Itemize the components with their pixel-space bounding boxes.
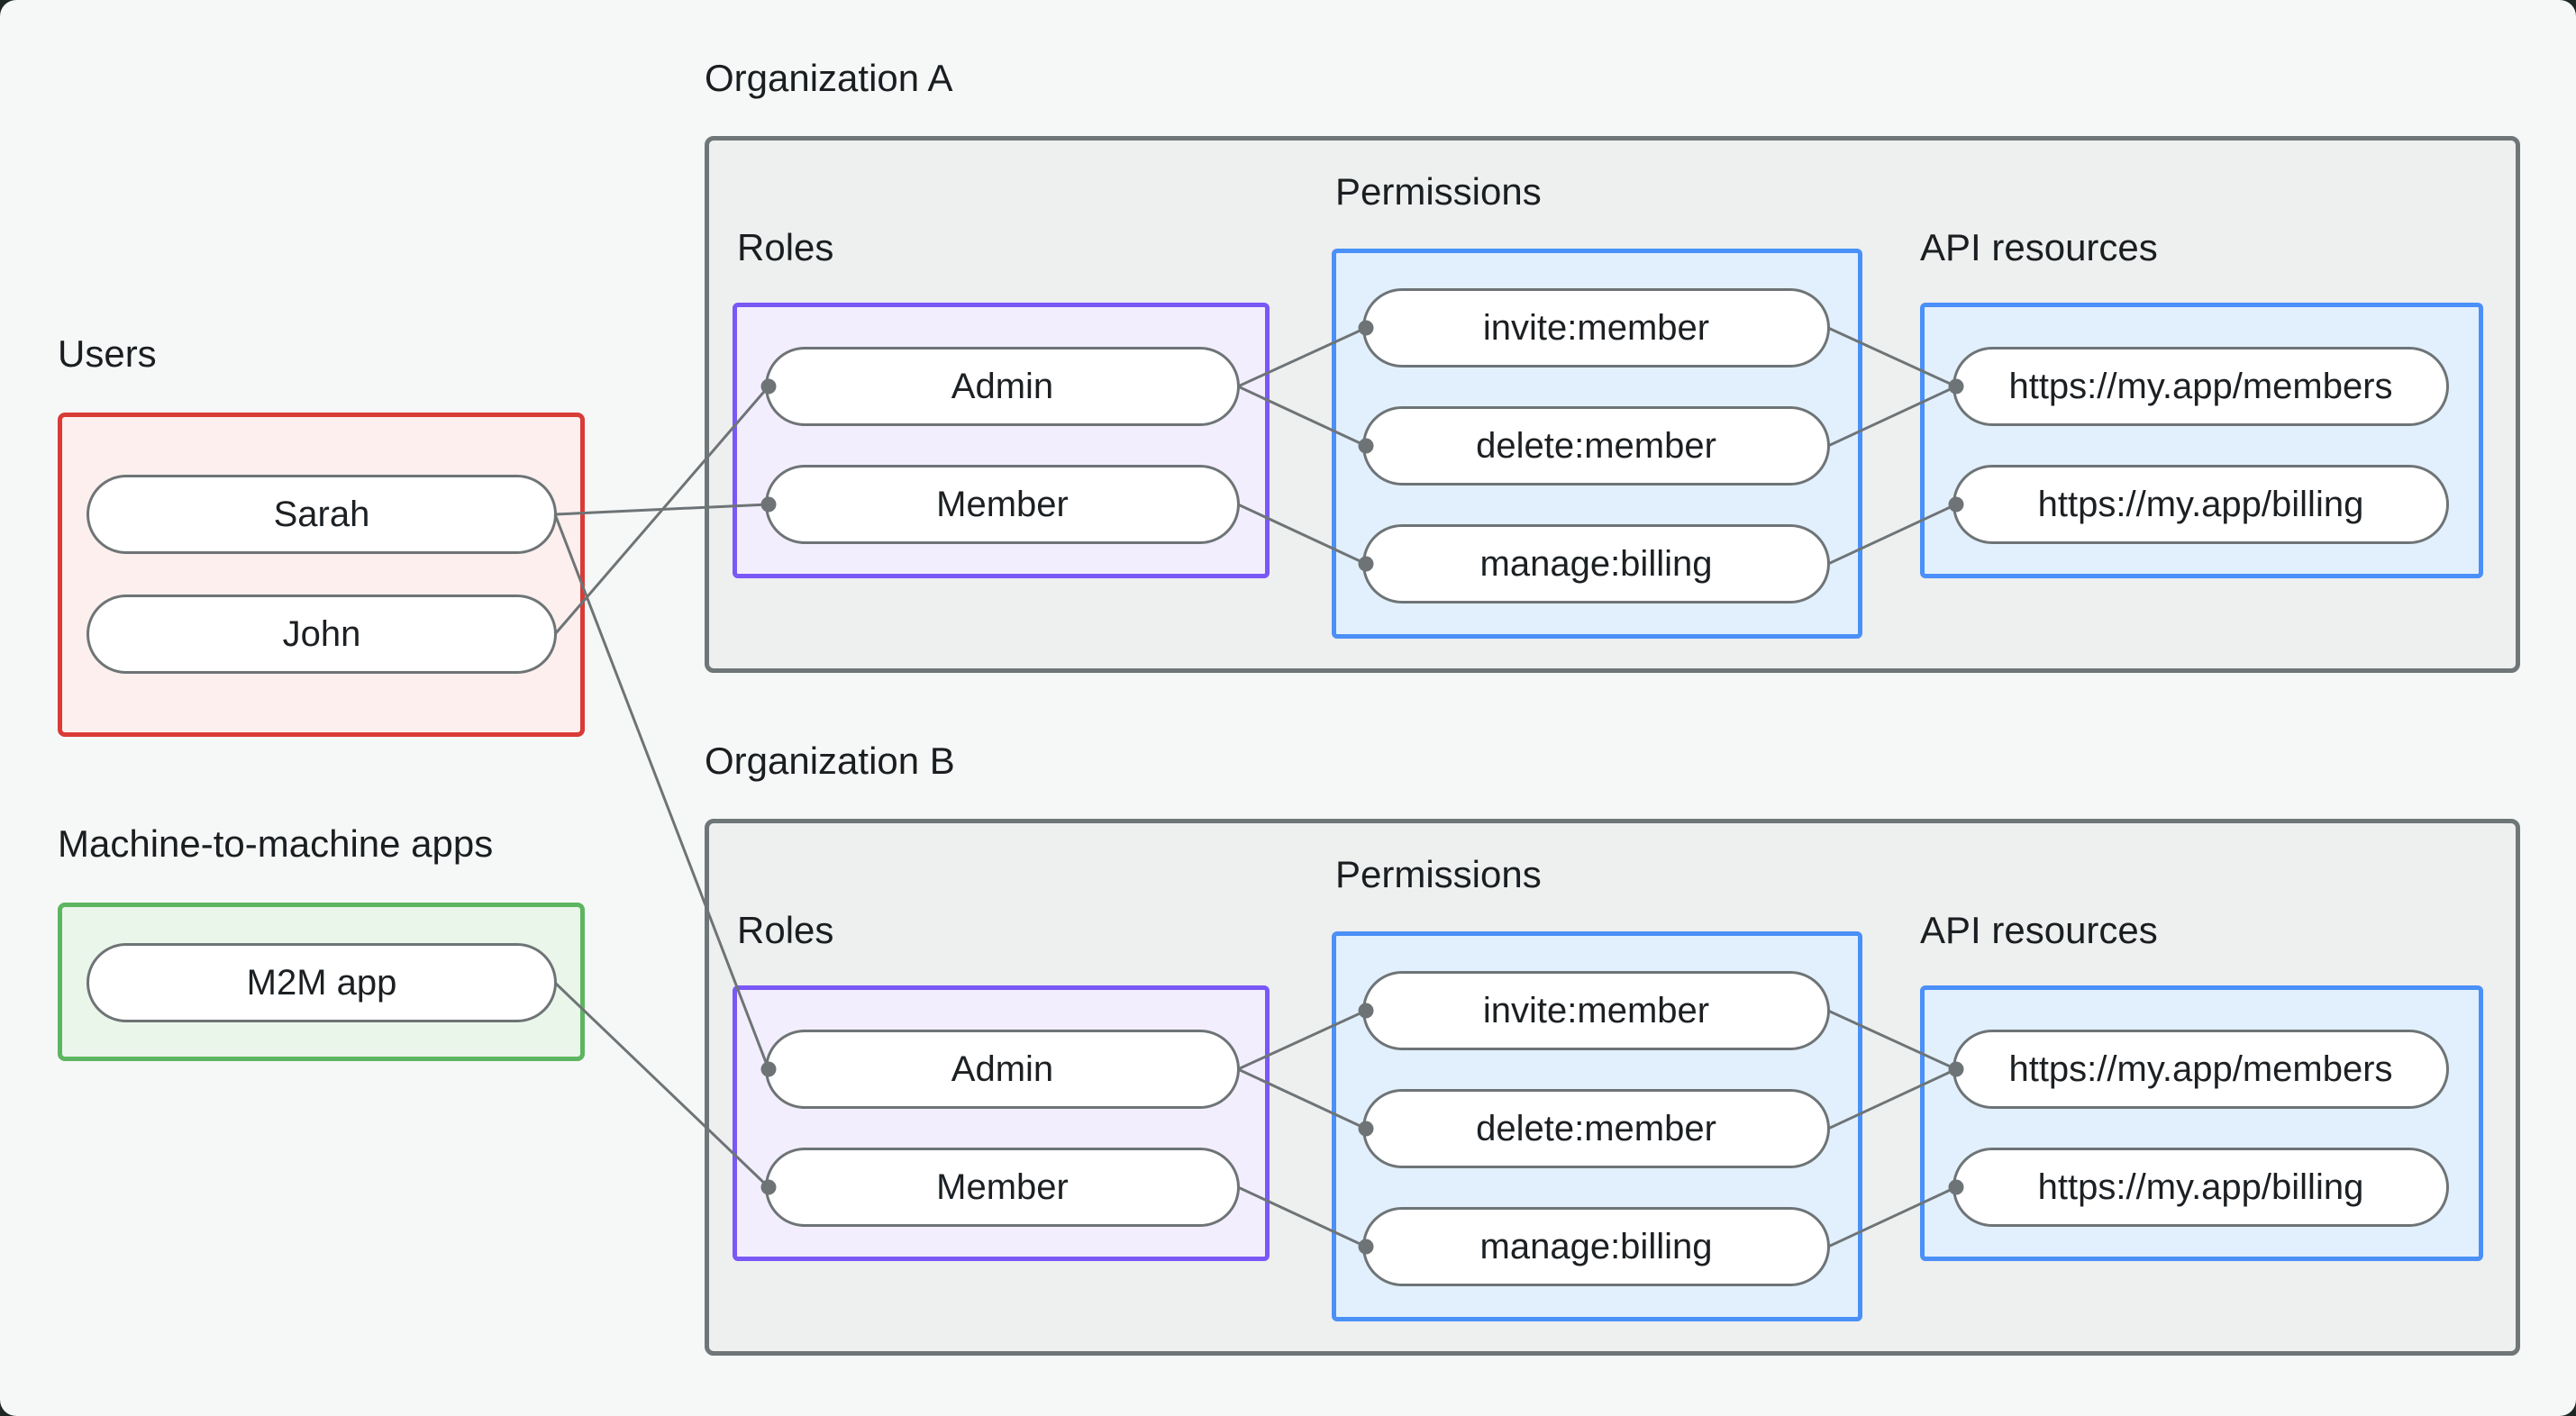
user-node-john: John xyxy=(86,595,557,674)
org-b-role-member: Member xyxy=(765,1148,1240,1227)
org-a-permission-invite-member: invite:member xyxy=(1362,288,1830,368)
users-group-box xyxy=(58,413,585,737)
users-group-label: Users xyxy=(58,332,157,375)
m2m-app-node: M2M app xyxy=(86,943,557,1022)
user-node-sarah: Sarah xyxy=(86,475,557,554)
org-a-api-resources-label: API resources xyxy=(1920,226,2158,268)
org-b-permission-manage-billing: manage:billing xyxy=(1362,1207,1830,1286)
org-b-permission-delete-member: delete:member xyxy=(1362,1089,1830,1168)
org-b-api-billing-url: https://my.app/billing xyxy=(1952,1148,2449,1227)
org-a-api-billing-url: https://my.app/billing xyxy=(1952,465,2449,544)
org-a-role-admin: Admin xyxy=(765,347,1240,426)
org-a-roles-label: Roles xyxy=(737,226,834,268)
org-b-api-resources-label: API resources xyxy=(1920,909,2158,951)
org-a-permission-manage-billing: manage:billing xyxy=(1362,524,1830,604)
org-a-title: Organization A xyxy=(705,57,953,99)
org-a-role-member: Member xyxy=(765,465,1240,544)
org-a-api-members-url: https://my.app/members xyxy=(1952,347,2449,426)
org-b-title: Organization B xyxy=(705,740,955,782)
m2m-group-label: Machine-to-machine apps xyxy=(58,822,494,865)
org-b-api-members-url: https://my.app/members xyxy=(1952,1030,2449,1109)
org-b-permission-invite-member: invite:member xyxy=(1362,971,1830,1050)
org-a-permission-delete-member: delete:member xyxy=(1362,406,1830,486)
org-b-role-admin: Admin xyxy=(765,1030,1240,1109)
org-b-roles-label: Roles xyxy=(737,909,834,951)
org-b-permissions-label: Permissions xyxy=(1335,853,1542,895)
org-a-permissions-label: Permissions xyxy=(1335,170,1542,213)
